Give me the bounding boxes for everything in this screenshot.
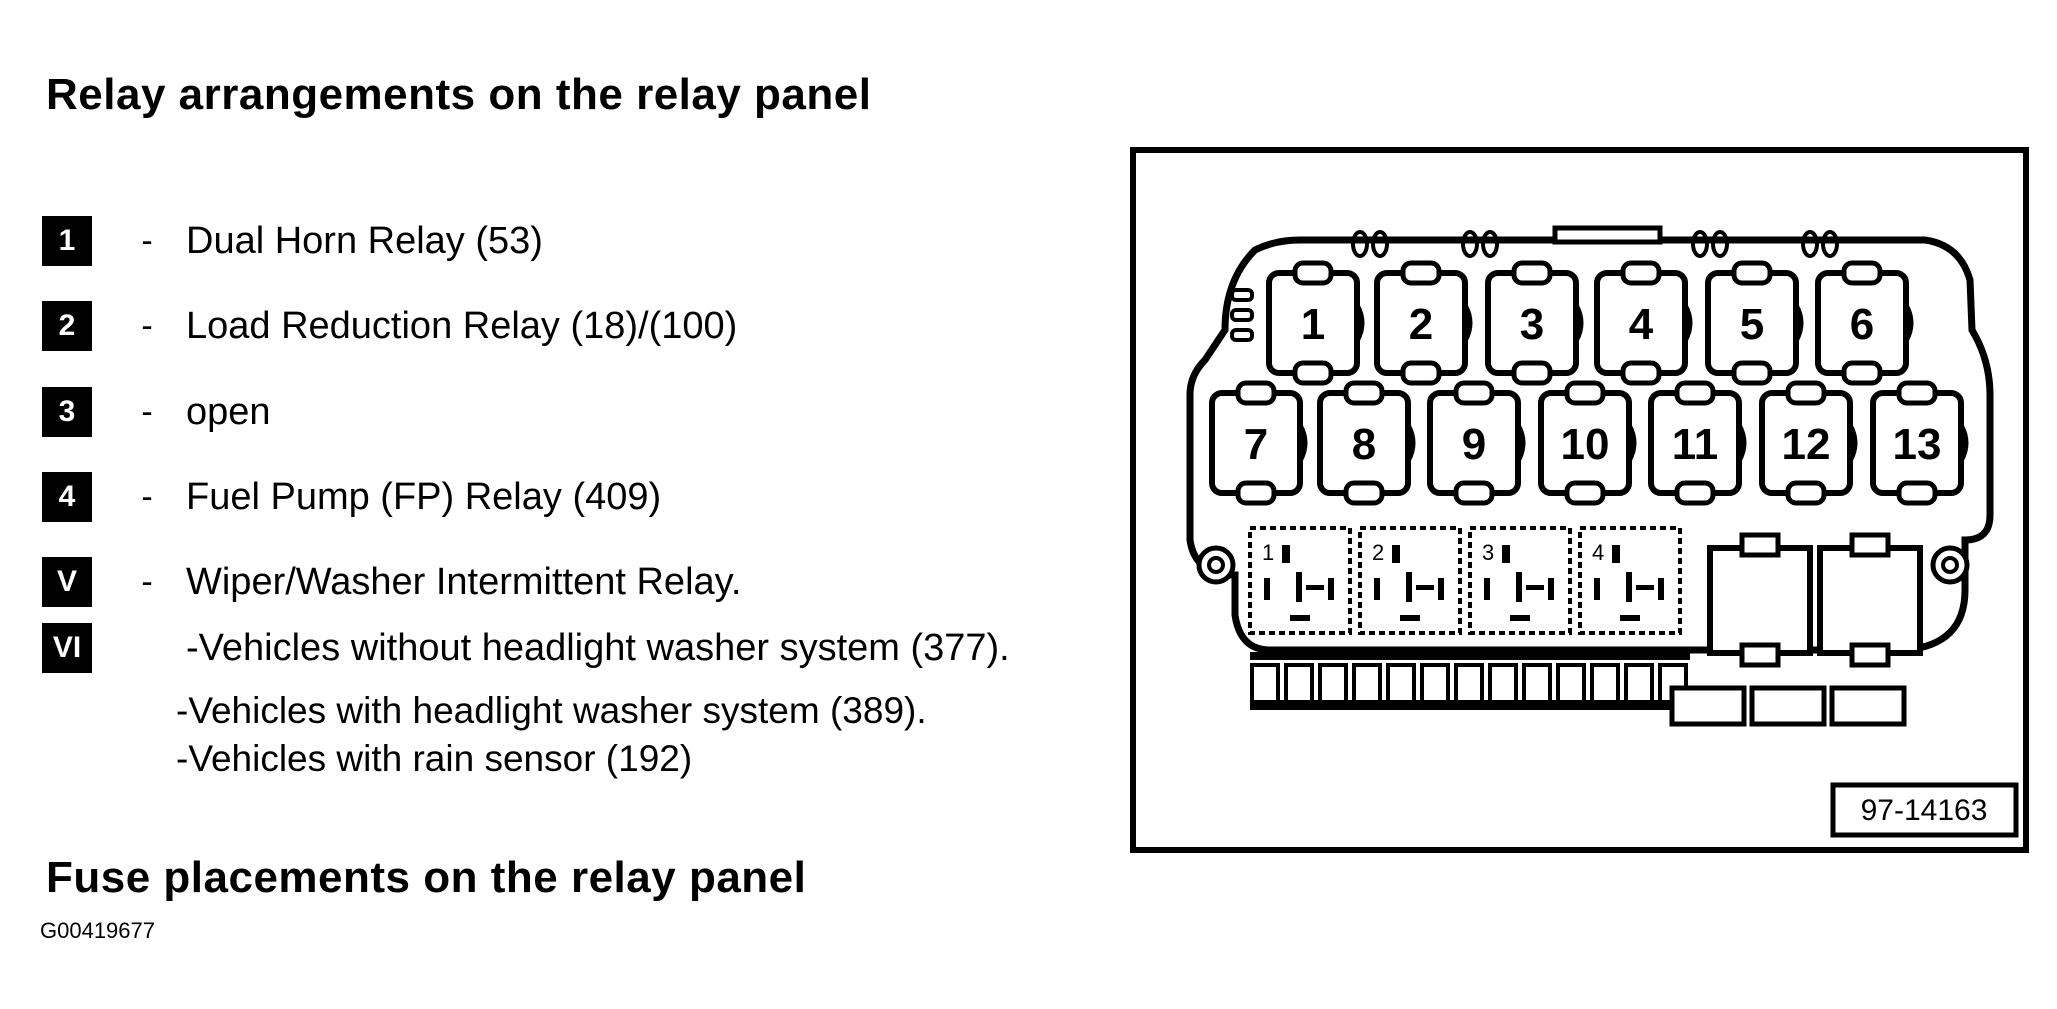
side-pin (1230, 308, 1254, 322)
relay-socket-label: 8 (1352, 420, 1376, 469)
lower-slot-1: 1 (1248, 526, 1352, 635)
side-pin (1230, 288, 1254, 302)
relay-socket-8: 8 (1317, 380, 1416, 506)
lower-slot-label: 2 (1372, 540, 1384, 565)
relay-socket-label: 2 (1409, 300, 1433, 349)
legend-text: Fuel Pump (FP) Relay (409) (186, 475, 662, 518)
square-socket (1817, 532, 1923, 668)
relay-socket-label: 11 (1672, 420, 1719, 469)
lower-slot-label: 4 (1592, 540, 1604, 565)
figure-id: G00419677 (40, 918, 155, 943)
legend-item-5: V - Wiper/Washer Intermittent Relay. (42, 552, 741, 612)
legend-dash: - (141, 562, 153, 601)
legend-dash: - (141, 477, 153, 516)
legend-subline: -Vehicles with rain sensor (192) (176, 738, 693, 779)
panel-top-ribs (1351, 230, 1839, 258)
page-title: Relay arrangements on the relay panel (46, 70, 872, 119)
fuse-strip (1250, 652, 1907, 727)
legend-text: Load Reduction Relay (18)/(100) (186, 304, 738, 347)
legend-dash: - (141, 306, 153, 345)
relay-socket-label: 5 (1740, 300, 1764, 349)
legend-dash: - (141, 392, 153, 431)
relay-socket-13: 13 (1870, 380, 1969, 506)
relay-socket-1: 1 (1266, 260, 1365, 386)
relay-socket-4: 4 (1594, 260, 1693, 386)
legend-badge: 2 (42, 301, 92, 351)
relay-socket-5: 5 (1705, 260, 1804, 386)
square-socket (1707, 532, 1813, 668)
lower-slot-3: 3 (1468, 526, 1572, 635)
legend-dash: - (141, 221, 153, 260)
relay-socket-12: 12 (1759, 380, 1858, 506)
legend-item-4: 4 - Fuel Pump (FP) Relay (409) (42, 467, 661, 527)
legend-item-6: VI -Vehicles without headlight washer sy… (42, 618, 1010, 678)
relay-socket-9: 9 (1427, 380, 1526, 506)
lower-relay-slots: 1 2 3 4 (1248, 526, 1682, 635)
lower-slot-4: 4 (1578, 526, 1682, 635)
legend-text: open (186, 390, 271, 433)
relay-panel-body (1186, 236, 1994, 654)
legend-text: -Vehicles without headlight washer syste… (186, 626, 1010, 669)
legend-text: Dual Horn Relay (53) (186, 219, 543, 262)
relay-socket-label: 12 (1782, 420, 1831, 469)
relay-socket-label: 4 (1629, 300, 1654, 349)
relay-socket-7: 7 (1209, 380, 1308, 506)
relay-socket-label: 10 (1561, 420, 1610, 469)
reference-box (1830, 782, 2019, 838)
legend-badge: 3 (42, 387, 92, 437)
legend-badge: V (42, 557, 92, 607)
relay-socket-3: 3 (1485, 260, 1584, 386)
relay-socket-label: 9 (1462, 420, 1486, 469)
relay-socket-11: 11 (1648, 380, 1747, 506)
relay-socket-label: 7 (1244, 420, 1268, 469)
relay-socket-10: 10 (1538, 380, 1637, 506)
relay-socket-2: 2 (1374, 260, 1473, 386)
lower-slot-2: 2 (1358, 526, 1462, 635)
panel-top-tab (1552, 225, 1663, 245)
legend-badge: 4 (42, 472, 92, 522)
diagram-frame (1130, 147, 2029, 853)
lower-slot-label: 1 (1262, 540, 1274, 565)
relay-socket-label: 13 (1893, 420, 1942, 469)
section-title: Fuse placements on the relay panel (46, 853, 807, 902)
mounting-hole-left (1196, 545, 1236, 585)
legend-badge: 1 (42, 216, 92, 266)
relay-socket-6: 6 (1815, 260, 1914, 386)
relay-socket-label: 1 (1301, 300, 1325, 349)
relay-socket-label: 3 (1520, 300, 1544, 349)
relay-socket-label: 6 (1850, 300, 1874, 349)
mounting-hole-right (1930, 545, 1970, 585)
side-pin (1230, 328, 1254, 342)
legend-item-2: 2 - Load Reduction Relay (18)/(100) (42, 296, 737, 356)
legend-text: Wiper/Washer Intermittent Relay. (186, 560, 742, 603)
legend-item-1: 1 - Dual Horn Relay (53) (42, 211, 543, 271)
lower-slot-label: 3 (1482, 540, 1494, 565)
legend-subline: -Vehicles with headlight washer system (… (176, 690, 927, 731)
reference-number: 97-14163 (1861, 794, 1988, 827)
legend-badge: VI (42, 623, 92, 673)
legend-item-3: 3 - open (42, 382, 271, 442)
